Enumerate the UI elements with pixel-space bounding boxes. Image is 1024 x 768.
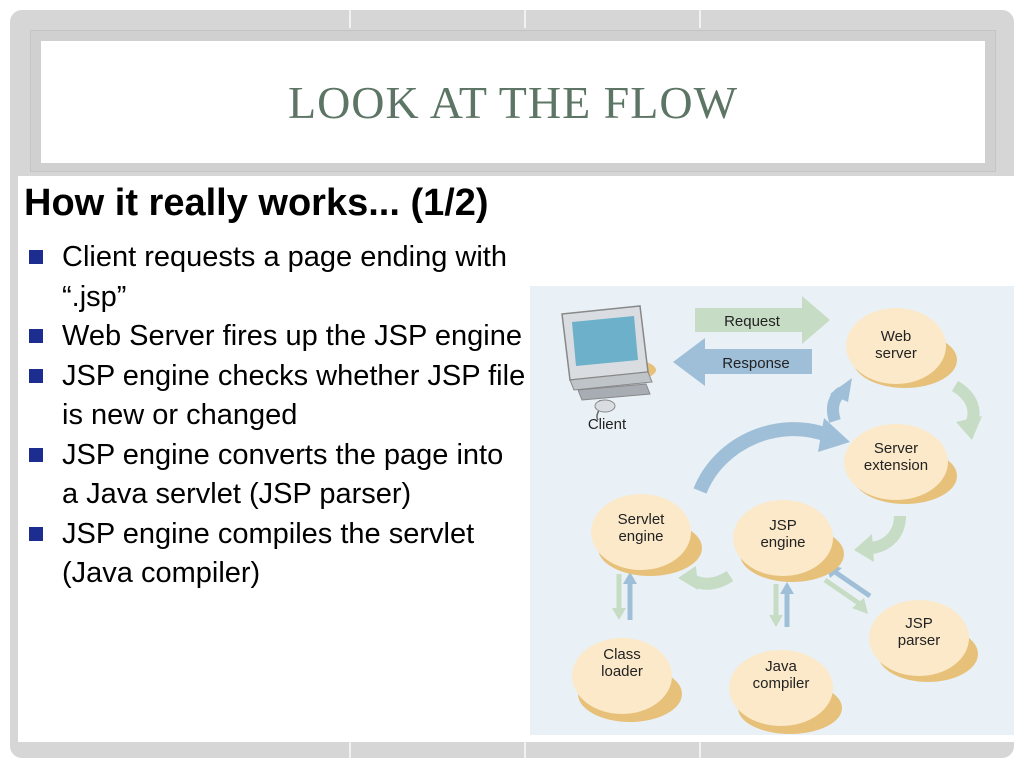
node-label: loader (601, 663, 643, 680)
bullet-item: Client requests a page ending with “.jsp… (26, 238, 526, 317)
bullet-text: Client requests a page ending with “.jsp… (62, 241, 507, 313)
square-bullet-icon (29, 250, 43, 264)
node-label: JSP (769, 517, 797, 534)
title-inner: LOOK AT THE FLOW (41, 41, 985, 163)
bullet-text: JSP engine converts the page into a Java… (62, 438, 504, 511)
node-label: Java (765, 658, 797, 675)
flow-arrow-icon (693, 422, 833, 494)
flow-arrowhead-icon (854, 534, 874, 562)
square-bullet-icon (29, 526, 43, 541)
bullet-item: JSP engine checks whether JSP file is ne… (26, 357, 526, 436)
content-heading: How it really works... (1/2) (24, 182, 489, 224)
node-jsp-parser: JSP parser (869, 600, 978, 682)
node-label: extension (864, 457, 928, 474)
double-arrow-icon (823, 564, 872, 614)
jsp-flow-diagram: Request Response Client (530, 286, 1014, 735)
request-arrow (695, 296, 830, 344)
double-arrow-icon (769, 582, 794, 627)
node-label: JSP (905, 615, 933, 632)
square-bullet-icon (29, 368, 43, 383)
node-label: Servlet (618, 511, 666, 528)
node-jsp-engine: JSP engine (733, 500, 844, 582)
bullet-text: JSP engine checks whether JSP file is ne… (62, 359, 526, 432)
flow-arrowhead-icon (818, 418, 850, 452)
node-label: parser (898, 632, 941, 649)
node-label: Web (881, 328, 912, 345)
node-label: compiler (753, 675, 810, 692)
node-web-server: Web server (846, 308, 957, 388)
square-bullet-icon (29, 329, 43, 343)
node-label: engine (760, 534, 805, 551)
square-bullet-icon (29, 447, 43, 462)
flow-arrowhead-icon (678, 566, 698, 590)
client-label: Client (588, 416, 627, 433)
flow-arrowhead-icon (956, 416, 982, 440)
response-arrow (673, 338, 812, 386)
flow-arrow-icon (827, 386, 846, 423)
node-servlet-engine: Servlet engine (591, 494, 702, 576)
bullet-item: Web Server fires up the JSP engine (26, 317, 526, 357)
bullet-item: JSP engine compiles the servlet (Java co… (26, 515, 526, 594)
flow-arrow-icon (867, 515, 906, 554)
response-label: Response (722, 355, 790, 372)
double-arrow-icon (612, 572, 637, 620)
title-box: LOOK AT THE FLOW (30, 30, 996, 172)
diagram-canvas: Request Response Client (561, 296, 982, 734)
bullet-list: Client requests a page ending with “.jsp… (26, 238, 526, 594)
node-class-loader: Class loader (572, 638, 682, 722)
node-label: server (875, 345, 917, 362)
node-label: Class (603, 646, 641, 663)
client-computer-icon (561, 305, 656, 421)
node-label: engine (618, 528, 663, 545)
request-label: Request (724, 313, 781, 330)
bullet-item: JSP engine converts the page into a Java… (26, 436, 526, 515)
bullet-text: JSP engine compiles the servlet (Java co… (62, 517, 475, 590)
slide-title: LOOK AT THE FLOW (287, 76, 738, 128)
node-java-compiler: Java compiler (729, 650, 842, 734)
node-server-extension: Server extension (844, 424, 957, 504)
node-label: Server (874, 440, 918, 457)
bullet-text: Web Server fires up the JSP engine (62, 320, 522, 352)
